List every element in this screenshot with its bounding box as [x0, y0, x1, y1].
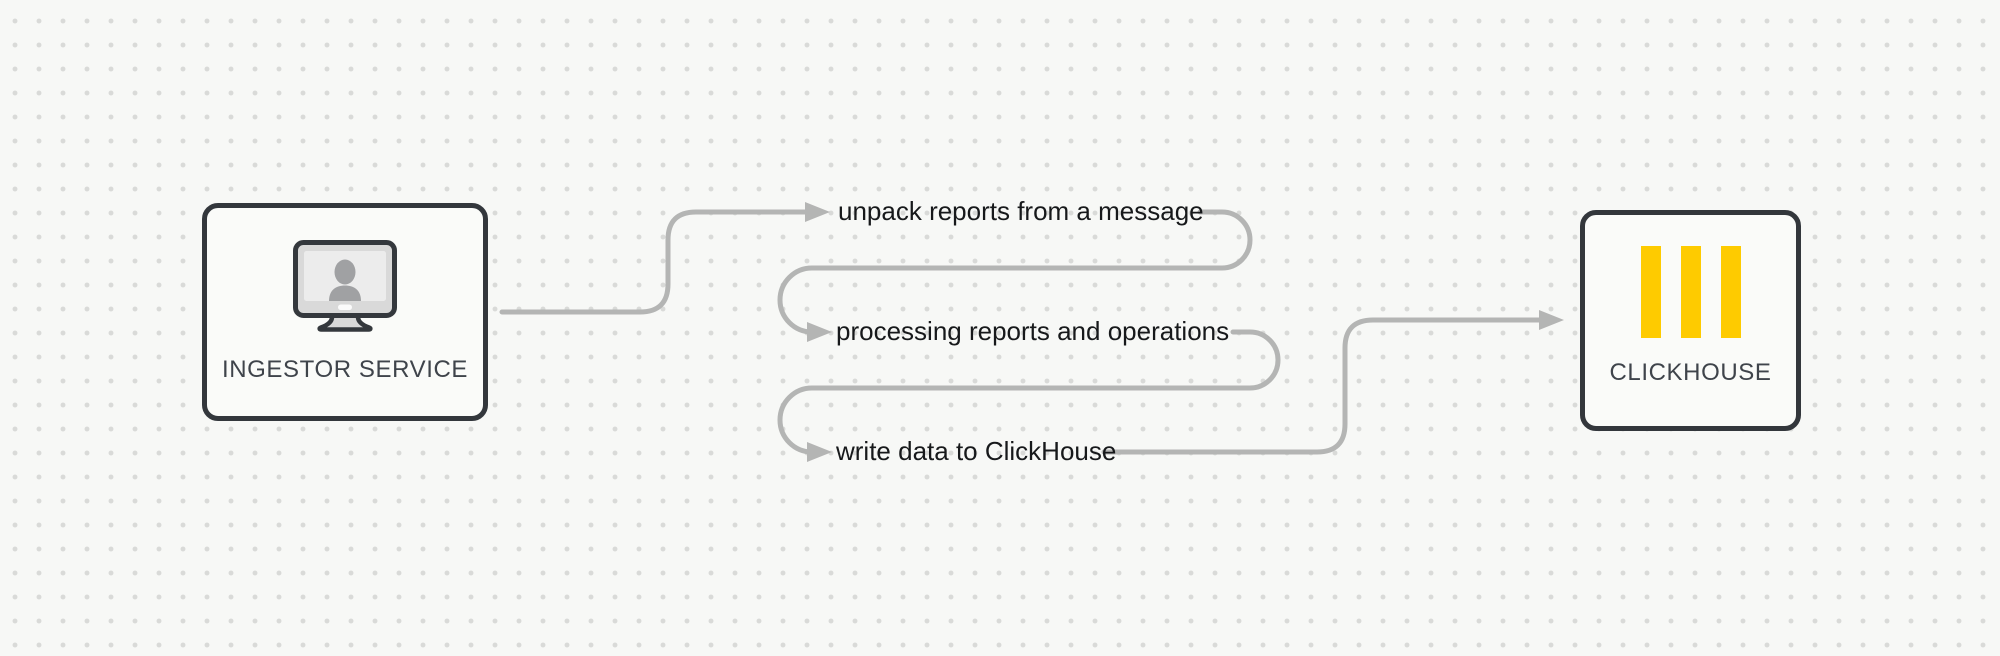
connector-ingestor-to-step1 — [499, 209, 810, 315]
monitor-user-icon — [293, 240, 397, 332]
arrow-right-icon — [807, 442, 832, 462]
arrow-right-icon — [805, 202, 830, 222]
clickhouse-bar — [1640, 246, 1661, 338]
connector-step1-to-step2 — [777, 209, 1253, 335]
node-ingestor-service: INGESTOR SERVICE — [202, 203, 488, 421]
clickhouse-bar — [1680, 246, 1701, 338]
step-label-unpack-reports: unpack reports from a message — [838, 195, 1204, 226]
step-label-processing-reports: processing reports and operations — [836, 315, 1230, 346]
clickhouse-bars-icon — [1640, 246, 1741, 338]
clickhouse-bar — [1720, 246, 1741, 338]
connector-step2-to-step3 — [777, 329, 1281, 455]
arrow-right-icon — [807, 322, 832, 342]
clickhouse-label: CLICKHOUSE — [1609, 359, 1772, 386]
arrow-right-icon — [1539, 310, 1564, 330]
node-clickhouse: CLICKHOUSE — [1580, 210, 1801, 431]
ingestor-service-label: INGESTOR SERVICE — [221, 356, 469, 383]
connector-step3-to-clickhouse — [1101, 317, 1544, 455]
step-label-write-data: write data to ClickHouse — [836, 435, 1117, 466]
